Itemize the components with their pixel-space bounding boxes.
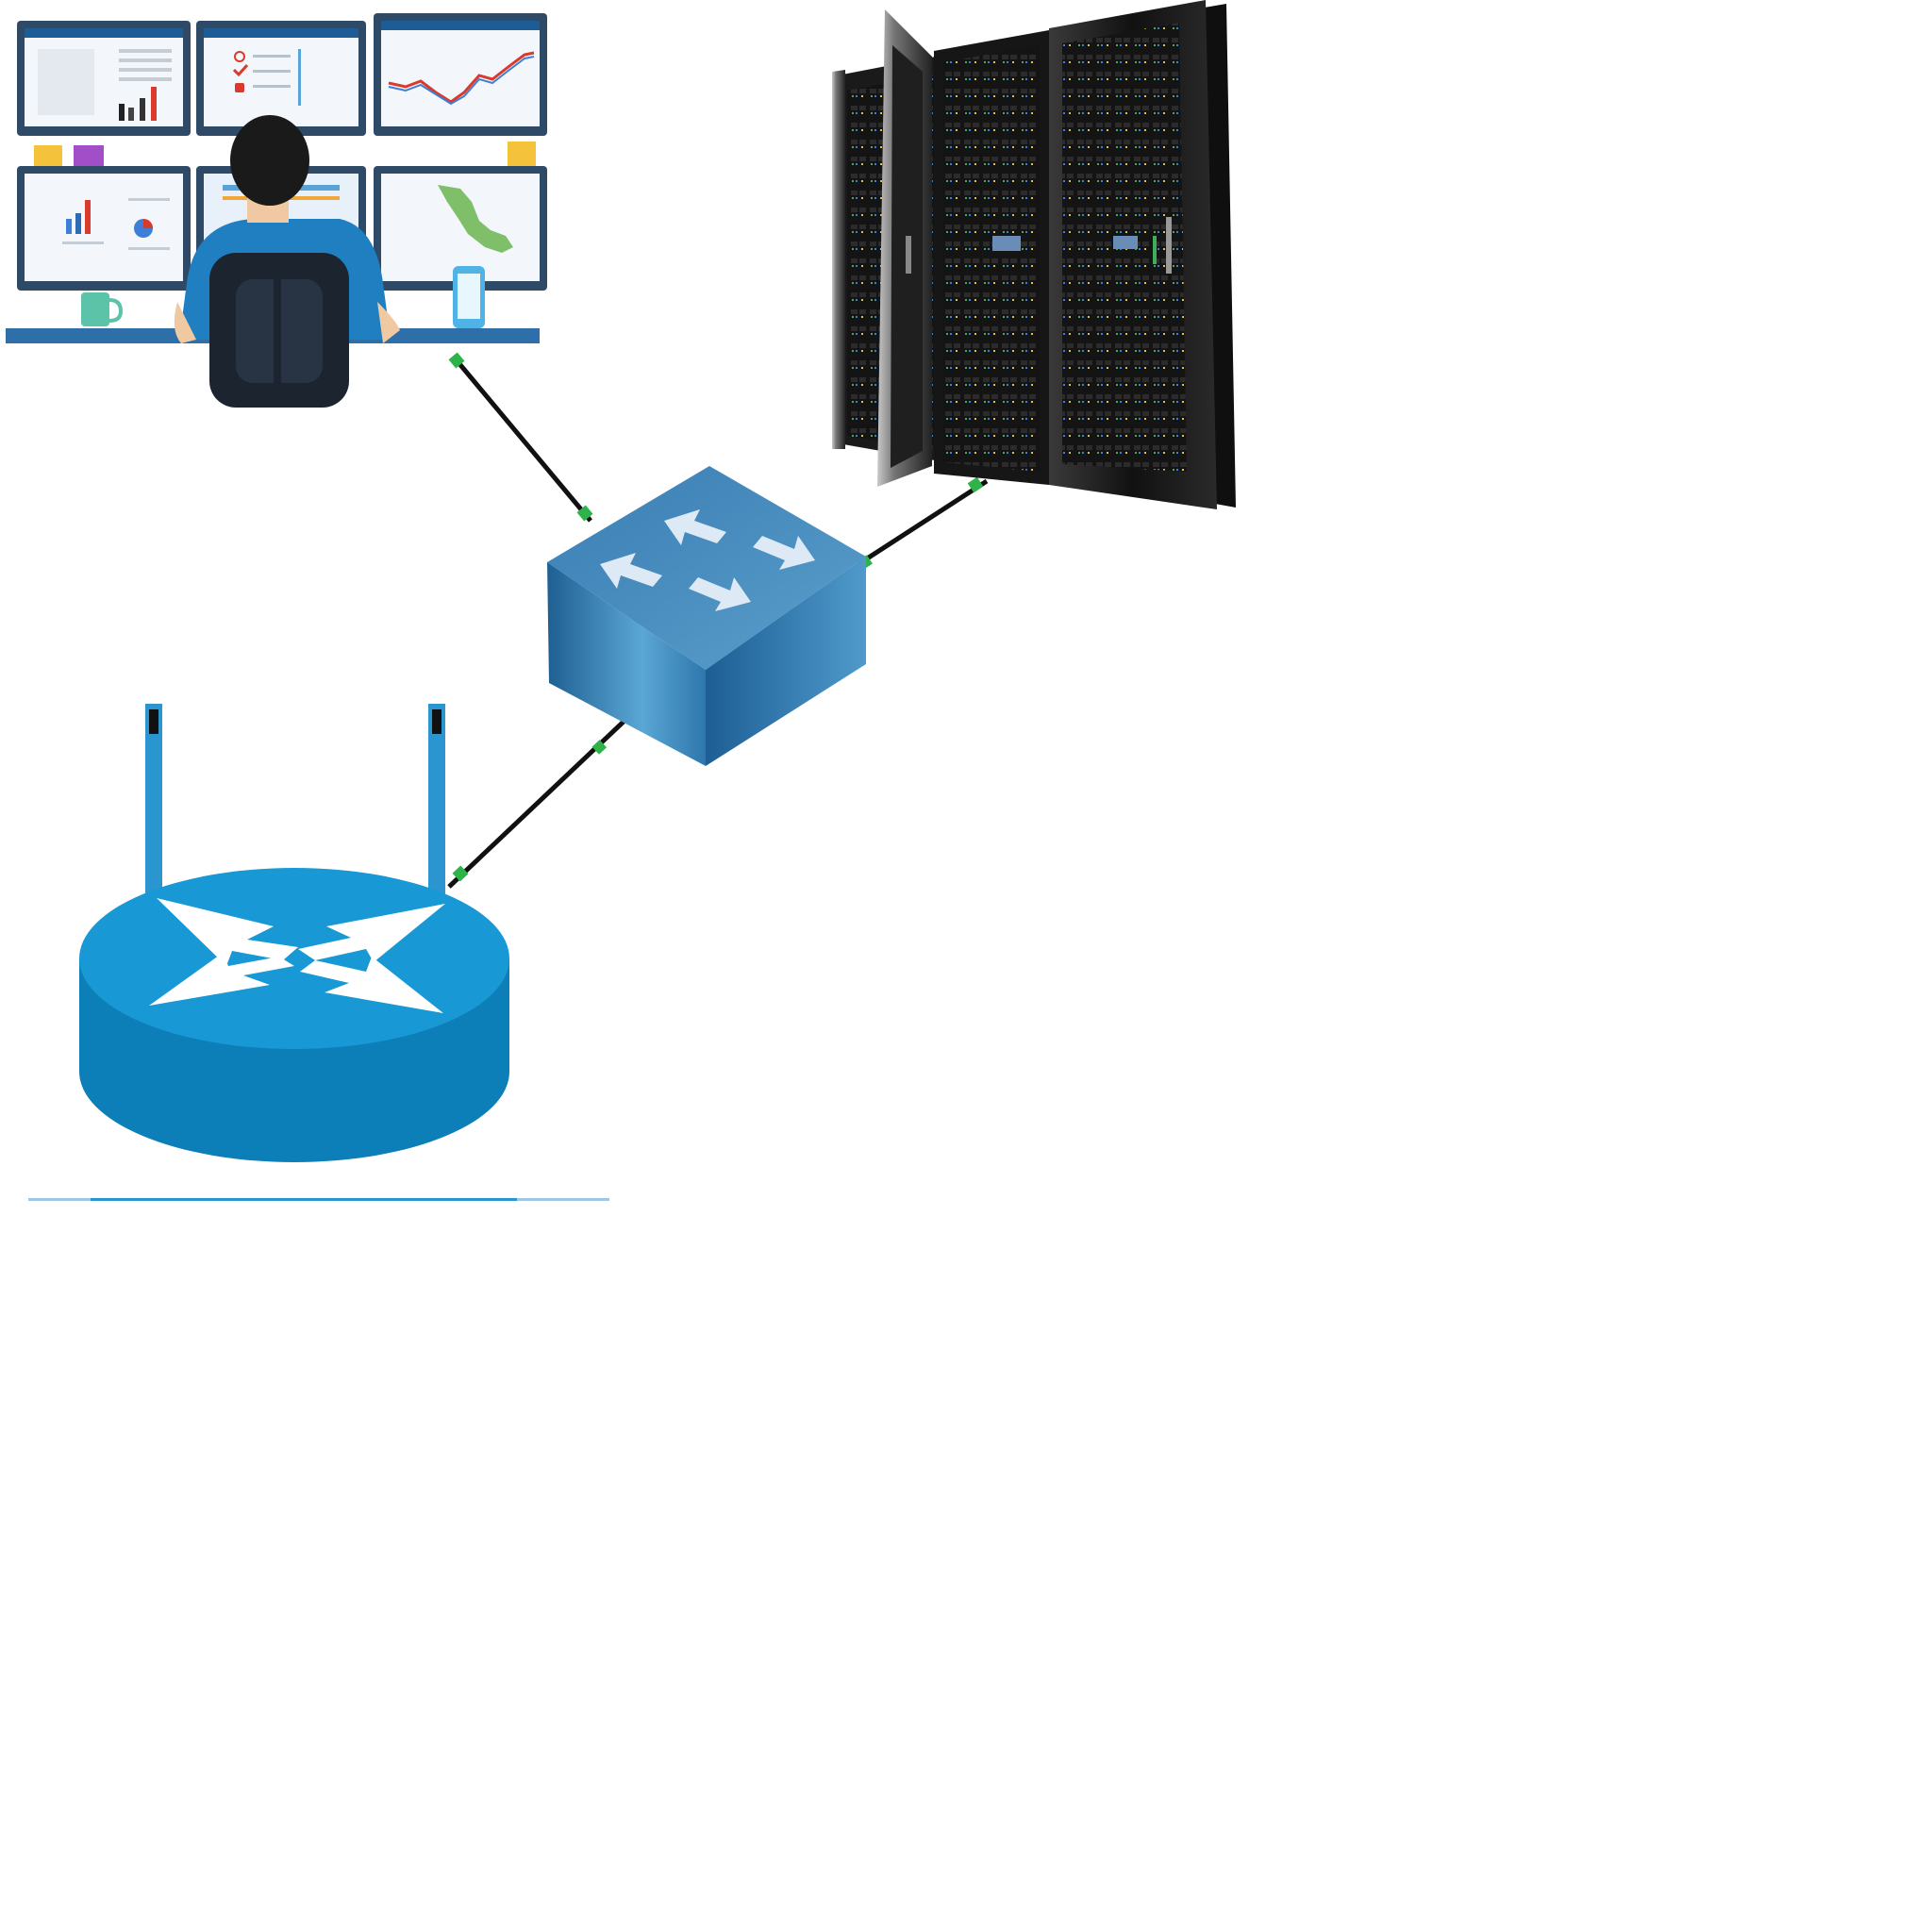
link-switch-to-router	[447, 719, 626, 889]
connector-icon	[967, 476, 984, 493]
monitoring-station	[6, 13, 547, 408]
monitor-top-middle	[196, 21, 366, 136]
monitor-top-left	[17, 21, 191, 136]
mug-icon	[81, 292, 124, 326]
office-chair	[209, 253, 349, 408]
rack-cabinet-middle	[934, 30, 1049, 485]
sticky-note	[508, 142, 536, 170]
network-switch	[547, 466, 866, 766]
monitor-bottom-left	[17, 166, 191, 291]
connector-icon	[448, 352, 465, 369]
monitor-top-right	[374, 13, 547, 136]
operator-person	[174, 115, 400, 408]
antenna-icon	[428, 704, 445, 900]
router-arrows-icon	[149, 898, 445, 1013]
server-rack	[832, 0, 1236, 509]
wireless-router	[28, 704, 609, 1201]
phone-icon	[453, 266, 485, 328]
link-switch-to-server	[857, 476, 989, 570]
connector-icon	[452, 865, 469, 882]
monitor-bottom-right	[374, 166, 547, 291]
connector-icon	[591, 740, 608, 755]
antenna-icon	[145, 704, 162, 900]
rack-door-open	[877, 9, 932, 487]
rack-cabinet-right	[1049, 0, 1217, 509]
connector-icon	[576, 505, 593, 522]
switch-arrows-icon	[600, 509, 815, 611]
link-monitoring-to-switch	[448, 352, 593, 523]
